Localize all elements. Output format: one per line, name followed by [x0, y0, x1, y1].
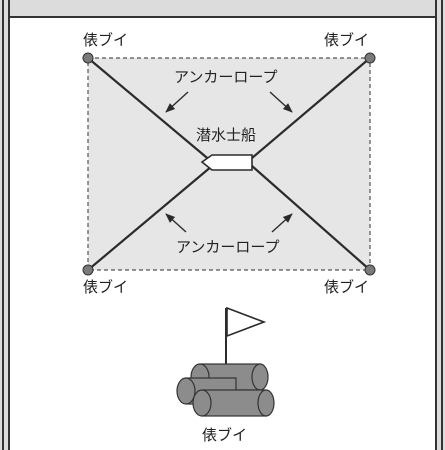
buoy-label-top-right: 俵ブイ	[324, 31, 369, 49]
arrow-icon	[269, 91, 293, 113]
buoy-dot-icon	[82, 264, 94, 276]
anchor-rope-bottom-left	[87, 165, 213, 271]
buoy-label-top-left: 俵ブイ	[83, 31, 128, 49]
anchor-rope-bottom-right	[251, 165, 371, 271]
buoy-label-bottom-left: 俵ブイ	[83, 278, 128, 296]
anchor-rope-label-top: アンカーロープ	[174, 68, 278, 86]
anchor-rope-top-left	[87, 57, 213, 163]
right-border	[435, 0, 445, 450]
arrow-icon	[165, 213, 187, 233]
top-border	[10, 0, 435, 18]
anchor-rope-label-bottom: アンカーロープ	[176, 238, 280, 256]
buoy-dot-icon	[82, 52, 94, 64]
buoy-dot-icon	[364, 52, 376, 64]
left-border	[0, 0, 10, 450]
boat-icon	[200, 154, 253, 171]
arrow-icon	[165, 91, 189, 113]
diver-boat-label: 潜水士船	[196, 126, 256, 144]
buoy-dot-icon	[364, 264, 376, 276]
buoy-label-bottom-right: 俵ブイ	[324, 278, 369, 296]
log-buoy-icon	[176, 306, 275, 417]
log-buoy-label: 俵ブイ	[202, 426, 247, 444]
anchor-rope-top-right	[251, 57, 371, 159]
arrow-icon	[271, 213, 293, 233]
flag-icon	[226, 306, 267, 338]
